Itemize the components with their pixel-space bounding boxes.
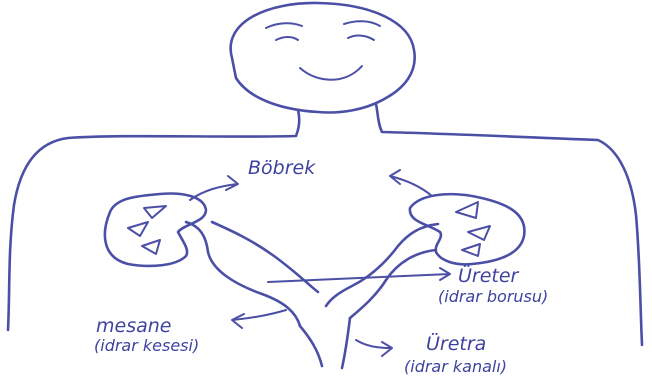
arrow-bladder [232,310,286,328]
labels: Böbrek Üreter (idrar borusu) mesane (idr… [94,157,548,376]
right-kidney-pyramid-3 [462,244,480,256]
smile [300,66,362,80]
left-kidney-pyramid-3 [142,240,160,254]
ureters-and-bladder [186,222,438,368]
bladder-label: mesane [96,315,171,337]
urethra-label: Üretra [426,332,486,355]
left-kidney [105,194,206,266]
arrow-ureter [268,268,450,282]
left-eyebrow [266,23,302,28]
urethra-note-label: (idrar kanalı) [404,357,507,376]
right-kidney [410,194,525,264]
kidney-label: Böbrek [248,157,316,179]
right-kidney-pyramid-2 [468,226,490,240]
ureter-note-label: (idrar borusu) [438,287,548,306]
arrow-kidney-left [190,176,238,200]
head [231,3,415,113]
left-kidney-pyramid-1 [144,206,166,218]
arrow-kidney-right [390,170,432,196]
right-kidney-pyramid-1 [456,202,478,218]
arrow-urethra [356,340,392,356]
left-eye [276,37,298,40]
ureter-label: Üreter [458,264,520,287]
right-eyebrow [344,21,380,26]
bladder-note-label: (idrar kesesi) [94,336,199,355]
pointer-arrows [190,170,450,356]
body-outline [8,104,642,345]
right-eye [348,36,374,40]
left-kidney-pyramid-2 [128,222,148,236]
